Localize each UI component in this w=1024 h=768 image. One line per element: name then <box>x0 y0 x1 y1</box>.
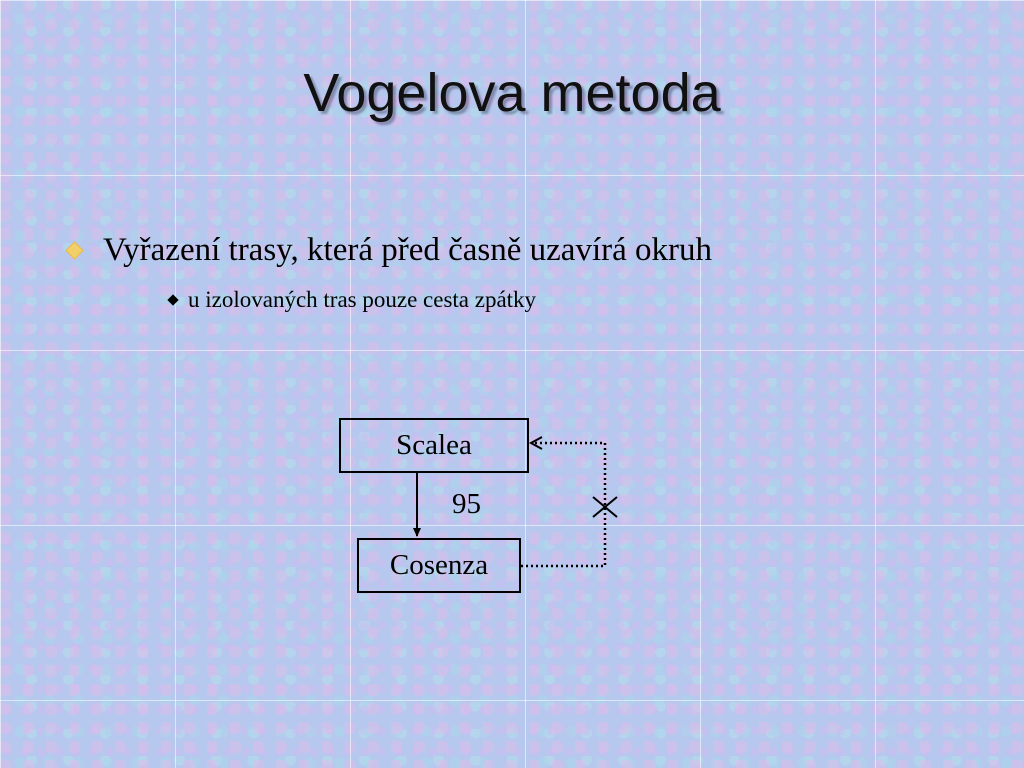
edge-label-distance: 95 <box>452 488 481 520</box>
slide-title: Vogelova metoda <box>303 63 721 123</box>
bullet-level-1-text: Vyřazení trasy, která před časně uzavírá… <box>103 232 712 268</box>
node-cosenza: Cosenza <box>357 538 521 593</box>
bullet-level-2-text: u izolovaných tras pouze cesta zpátky <box>188 287 537 312</box>
bullet-level-1: Vyřazení trasy, která před časně uzavírá… <box>64 232 712 269</box>
return-path-dotted <box>521 441 607 568</box>
blocked-cross-icon <box>592 496 618 518</box>
bullet-level-2: u izolovaných tras pouze cesta zpátky <box>166 287 536 313</box>
return-arrowhead <box>528 436 543 450</box>
node-scalea: Scalea <box>339 418 529 473</box>
